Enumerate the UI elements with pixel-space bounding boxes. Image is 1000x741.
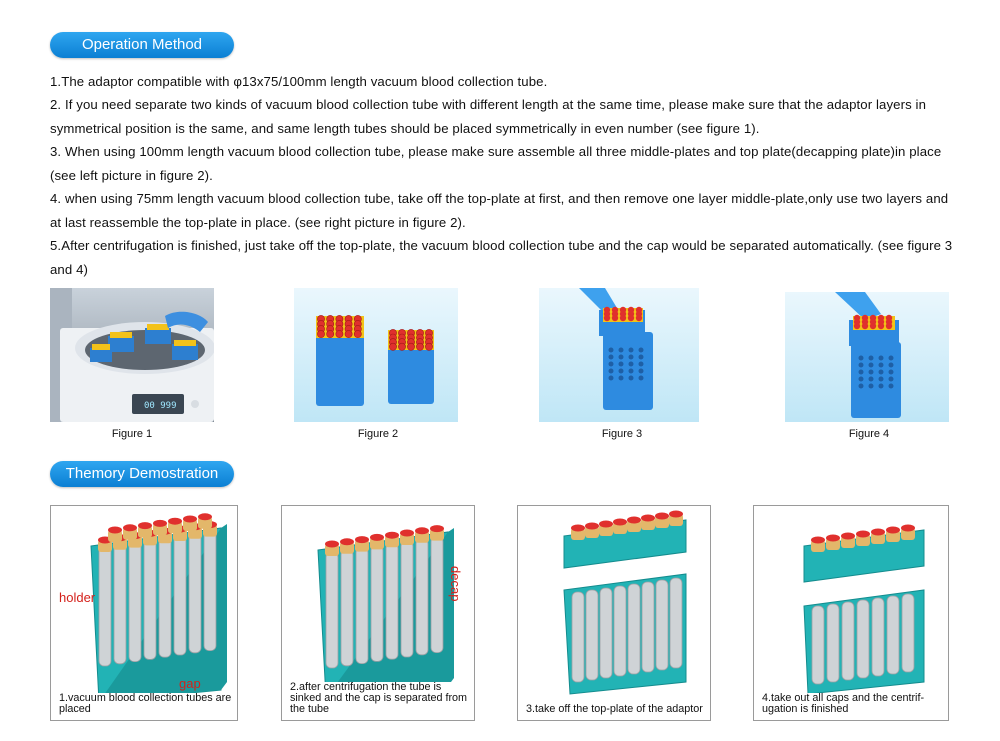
figure-2-caption: Figure 2 bbox=[357, 428, 399, 440]
figure-4-photo bbox=[785, 292, 949, 422]
instruction-4: 4. when using 75mm length vacuum blood c… bbox=[50, 191, 949, 230]
demo-4-panel: 4.take out all caps and the centrif-ugat… bbox=[753, 505, 949, 721]
section-title-operation-method: Operation Method bbox=[50, 32, 234, 58]
demo-4-caption: 4.take out all caps and the centrif-ugat… bbox=[762, 693, 942, 715]
instruction-1: 1.The adaptor compatible with φ13x75/100… bbox=[50, 74, 548, 89]
instruction-5: 5.After centrifugation is finished, just… bbox=[50, 238, 953, 277]
machine-display-value: 00 999 bbox=[144, 401, 177, 411]
figure-4-caption: Figure 4 bbox=[848, 428, 890, 440]
label-holder: holder bbox=[59, 590, 96, 605]
figure-1-caption: Figure 1 bbox=[111, 428, 153, 440]
demo-1-panel: holder gap 1.vacuum blood collection tub… bbox=[50, 505, 238, 721]
demo-1-adaptor-illustration bbox=[90, 513, 227, 703]
section-title-theory-demonstration: Themory Demostration bbox=[50, 461, 234, 487]
instruction-2: 2. If you need separate two kinds of vac… bbox=[50, 97, 927, 136]
demo-4-adaptor-illustration bbox=[803, 524, 925, 695]
demo-3-panel: 3.take off the top-plate of the adaptor bbox=[517, 505, 711, 721]
demo-3-caption: 3.take off the top-plate of the adaptor bbox=[526, 704, 706, 715]
label-decap: decap bbox=[448, 566, 463, 602]
demo-3-adaptor-illustration bbox=[563, 510, 687, 695]
demo-2-panel: decap 2.after centrifugation the tube is… bbox=[281, 505, 475, 721]
demo-2-adaptor-illustration bbox=[317, 525, 454, 699]
instruction-3: 3. When using 100mm length vacuum blood … bbox=[50, 144, 942, 183]
demo-2-caption: 2.after centrifugation the tube is sinke… bbox=[290, 682, 470, 715]
figure-3-caption: Figure 3 bbox=[601, 428, 643, 440]
demo-1-caption: 1.vacuum blood collection tubes are plac… bbox=[59, 693, 237, 715]
label-gap: gap bbox=[179, 676, 201, 691]
figure-2-adaptors-photo bbox=[294, 288, 458, 422]
figure-1-centrifuge-photo: 00 999 bbox=[50, 288, 214, 422]
figure-3-photo bbox=[539, 288, 699, 422]
